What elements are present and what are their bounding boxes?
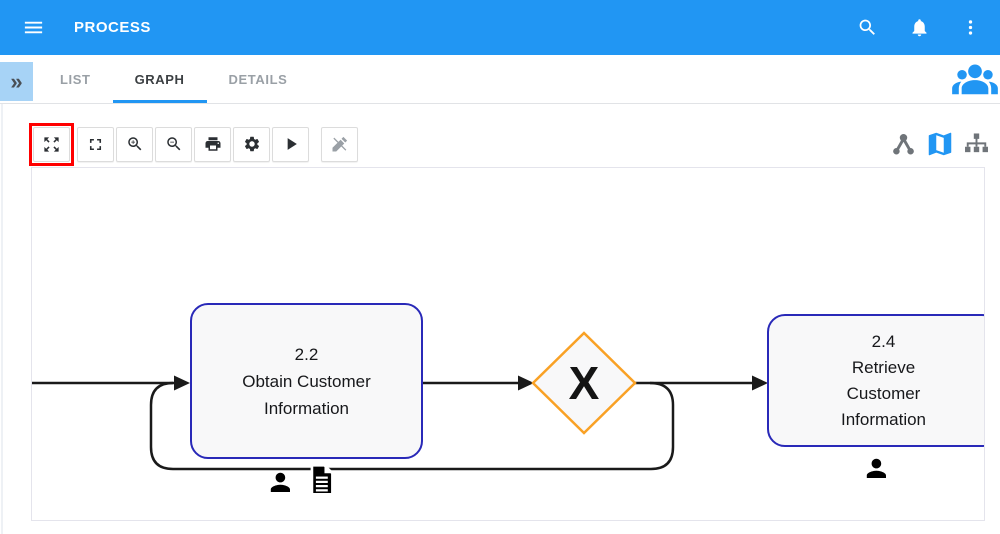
arrowheads — [174, 375, 768, 391]
hamburger-icon — [24, 21, 43, 34]
app-bar-actions — [857, 17, 980, 38]
double-chevron-icon: » — [10, 68, 23, 94]
page-title: PROCESS — [74, 19, 151, 36]
people-button[interactable] — [952, 58, 998, 101]
flow-loopback — [149, 381, 675, 471]
task-name: Retrieve Customer Information — [840, 357, 927, 429]
tab-bar: » LIST GRAPH DETAILS — [0, 55, 1000, 104]
search-icon — [859, 19, 875, 35]
settings-button[interactable] — [233, 126, 270, 162]
zoom-in-icon — [127, 137, 141, 151]
person-icon — [866, 458, 886, 478]
notifications-button[interactable] — [909, 17, 930, 38]
task-node-2-2[interactable]: 2.2 Obtain Customer Information — [190, 303, 423, 459]
edit-off-icon — [332, 136, 348, 152]
sequence-flows — [32, 381, 753, 471]
org-chart-view-icon[interactable] — [963, 131, 990, 158]
expand-panel-button[interactable]: » — [0, 62, 33, 101]
tab-graph[interactable]: GRAPH — [112, 55, 207, 103]
more-options-button[interactable] — [961, 18, 980, 37]
gateway-label: X — [568, 357, 600, 409]
left-rail-divider — [1, 104, 3, 534]
fit-screen-icon — [44, 136, 59, 152]
flow-layer — [32, 331, 886, 496]
search-button[interactable] — [857, 17, 878, 38]
document-icon — [310, 464, 334, 496]
zoom-out-button[interactable] — [155, 126, 192, 162]
tab-details[interactable]: DETAILS — [228, 71, 288, 87]
play-icon — [287, 138, 297, 150]
fit-screen-button[interactable] — [33, 126, 70, 162]
task-name: Obtain Customer Information — [242, 371, 371, 418]
people-icon — [952, 64, 998, 95]
diagram-canvas[interactable]: 2.2 Obtain Customer Information 2.4 Retr… — [31, 167, 985, 521]
menu-button[interactable] — [22, 16, 45, 39]
play-button[interactable] — [272, 126, 309, 162]
fullscreen-button[interactable] — [77, 126, 114, 162]
gear-icon — [244, 136, 259, 152]
task-id: 2.4 — [871, 331, 896, 351]
more-vert-icon — [968, 20, 973, 35]
task-label: 2.2 Obtain Customer Information — [216, 341, 398, 422]
zoom-out-icon — [166, 137, 180, 151]
tabs: LIST GRAPH DETAILS — [38, 55, 309, 103]
network-view-icon[interactable] — [890, 131, 917, 158]
app-bar: PROCESS — [0, 0, 1000, 55]
annotation-highlight-box — [29, 122, 74, 166]
zoom-in-button[interactable] — [116, 126, 153, 162]
edit-off-button[interactable] — [321, 126, 358, 162]
task-label: 2.4 Retrieve Customer Information — [821, 329, 947, 433]
task-node-2-4[interactable]: 2.4 Retrieve Customer Information — [767, 314, 984, 447]
task-id: 2.2 — [294, 344, 319, 364]
map-view-icon[interactable] — [925, 129, 955, 159]
tab-list[interactable]: LIST — [60, 71, 91, 87]
graph-toolbar — [29, 122, 990, 166]
fullscreen-icon — [89, 138, 102, 150]
print-icon — [205, 137, 220, 151]
view-switcher — [890, 129, 990, 159]
person-icon — [270, 472, 290, 492]
gateway-exclusive[interactable] — [531, 331, 637, 435]
bell-icon — [912, 19, 927, 37]
print-button[interactable] — [194, 126, 231, 162]
